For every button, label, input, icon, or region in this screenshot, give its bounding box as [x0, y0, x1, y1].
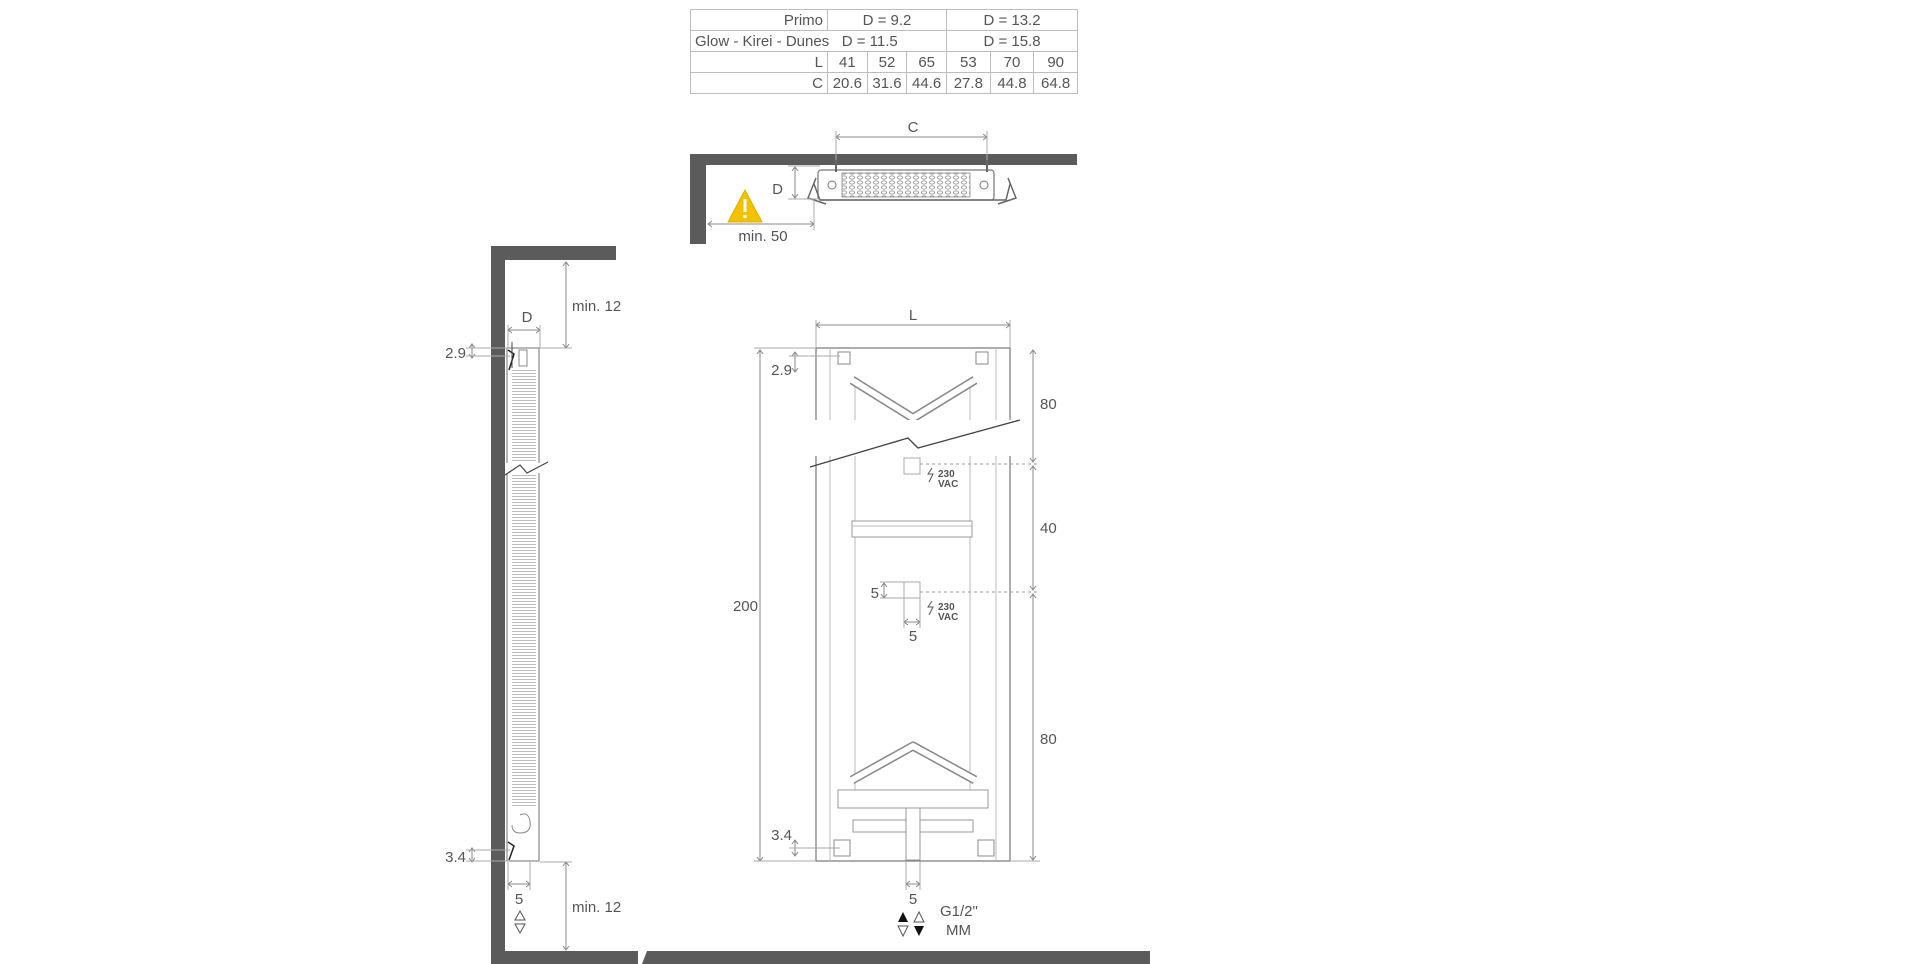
label-front-2-9: 2.9 — [771, 362, 792, 379]
label-side-5: 5 — [515, 891, 523, 908]
label-box-5-h: 5 — [909, 628, 917, 645]
flow-direction-icon — [897, 910, 925, 938]
table-row-glow: Glow - Kirei - Dunes D = 11.5 D = 15.8 — [690, 30, 1078, 52]
left-wall — [491, 246, 505, 963]
side-view: D min. 12 min. 12 2.9 3.4 5 — [445, 246, 1150, 964]
warning-triangle-icon — [727, 189, 763, 223]
c-value: 44.6 — [906, 72, 947, 94]
top-wall — [690, 154, 1077, 165]
label-seg-40: 40 — [1040, 520, 1057, 537]
label-connection-unit: MM — [946, 922, 971, 939]
radiator-side — [504, 342, 549, 862]
l-value: 53 — [946, 51, 991, 73]
c-value: 27.8 — [946, 72, 991, 94]
label-valve-5: 5 — [909, 891, 917, 908]
front-view: L 200 2.9 3.4 80 40 80 230 VAC 230 — [733, 307, 1057, 939]
label-seg-80-top: 80 — [1040, 396, 1057, 413]
row-label-glow: Glow - Kirei - Dunes D = 11.5 — [690, 30, 947, 52]
flow-arrows-icon — [514, 909, 526, 935]
power-voltage-1: 230 — [938, 469, 955, 480]
row-label-c: C — [690, 72, 828, 94]
radiator-front — [808, 347, 1021, 862]
label-d-top: D — [772, 181, 783, 198]
label-side-2-9: 2.9 — [445, 345, 466, 362]
c-value: 64.8 — [1033, 72, 1078, 94]
label-front-3-4: 3.4 — [771, 827, 792, 844]
spec-table: Primo D = 9.2 D = 13.2 Glow - Kirei - Du… — [690, 9, 1078, 94]
radiator-plan — [807, 160, 1017, 205]
label-box-5-v: 5 — [871, 585, 879, 602]
label-seg-80-bottom: 80 — [1040, 731, 1057, 748]
l-value: 90 — [1033, 51, 1078, 73]
power-label-upper: 230 VAC — [927, 467, 958, 490]
label-min-12-bottom: min. 12 — [572, 899, 621, 916]
label-d-side: D — [522, 309, 533, 326]
label-min-12-top: min. 12 — [572, 298, 621, 315]
glow-d-large: D = 15.8 — [946, 30, 1078, 52]
power-unit-2: VAC — [938, 612, 958, 623]
c-value: 44.8 — [989, 72, 1035, 94]
label-connection: G1/2" — [940, 903, 978, 920]
side-wall — [690, 154, 706, 244]
power-unit-1: VAC — [938, 479, 958, 490]
power-label-lower: 230 VAC — [927, 600, 958, 623]
label-c: C — [908, 119, 919, 136]
label-height-200: 200 — [733, 598, 758, 615]
ceiling-wall — [491, 246, 616, 260]
top-view: C D min. 50 — [690, 119, 1077, 245]
label-l: L — [909, 307, 917, 324]
power-voltage-2: 230 — [938, 602, 955, 613]
label-min-50: min. 50 — [738, 228, 787, 245]
floor-left — [491, 951, 638, 964]
floor-right — [642, 951, 1150, 964]
c-value: 20.6 — [827, 72, 868, 94]
glow-label: Glow - Kirei - Dunes — [695, 32, 830, 50]
table-row-c: C 20.6 31.6 44.6 27.8 44.8 64.8 — [690, 72, 1078, 94]
glow-d-small: D = 11.5 — [841, 32, 898, 50]
label-side-3-4: 3.4 — [445, 849, 466, 866]
